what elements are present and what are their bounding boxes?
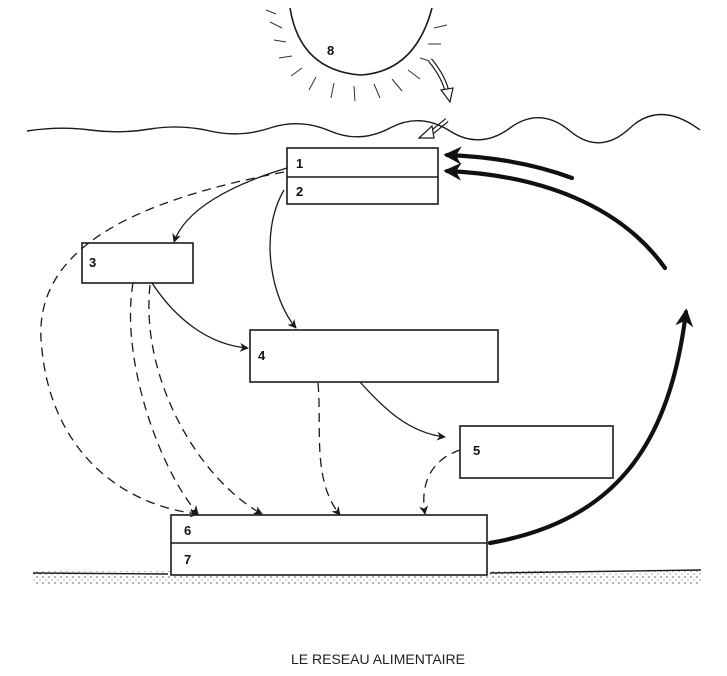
arrow-2-to-4: [269, 189, 297, 329]
arrow-4-to-5: [359, 381, 446, 441]
label-7: 7: [184, 552, 191, 567]
box-4: 4: [249, 329, 499, 383]
arrow-1-to-3: [172, 167, 288, 243]
dashed-4-to-6: [317, 382, 341, 516]
sun-icon: 8: [265, 7, 448, 102]
box-1-2: 1 2: [286, 147, 439, 205]
label-5: 5: [473, 443, 480, 458]
recycle-6-up: [487, 308, 694, 546]
dashed-3-to-6-b: [148, 284, 263, 515]
box-3: 3: [81, 242, 194, 284]
box-6-7: 6 7: [170, 514, 488, 576]
label-2: 2: [296, 184, 303, 199]
label-6: 6: [184, 523, 191, 538]
box-5: 5: [459, 425, 614, 479]
recycle-to-1: [443, 146, 575, 181]
recycle-to-2: [443, 162, 668, 271]
label-3: 3: [89, 255, 96, 270]
arrow-3-to-4: [151, 282, 249, 352]
label-1: 1: [296, 156, 303, 171]
label-8: 8: [327, 43, 334, 58]
label-4: 4: [258, 348, 266, 363]
dashed-1-to-6: [40, 171, 285, 518]
dashed-5-to-6: [419, 449, 461, 515]
water-surface: [26, 113, 701, 144]
diagram-caption: LE RESEAU ALIMENTAIRE: [291, 651, 465, 667]
dashed-3-to-6-a: [129, 282, 199, 515]
